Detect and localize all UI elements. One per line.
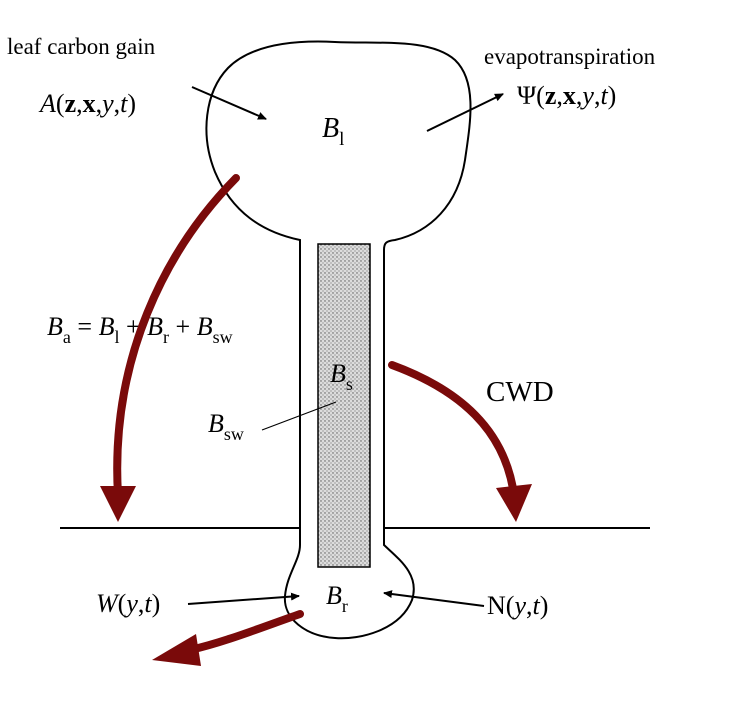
litterfall-arrow bbox=[100, 174, 240, 522]
sapwood-leader bbox=[261, 401, 337, 431]
evapotranspiration-arrow bbox=[426, 93, 504, 132]
leaf-carbon-gain-label: leaf carbon gain bbox=[7, 34, 156, 59]
cwd-arrow bbox=[388, 361, 532, 522]
leaf-gain-arrow bbox=[191, 86, 267, 120]
root-turnover-arrow bbox=[152, 610, 304, 666]
B-stem-label: Bs bbox=[330, 359, 353, 394]
N-arrow bbox=[383, 590, 485, 607]
A-function-label: A(z,x,y,t) bbox=[38, 89, 136, 118]
psi-function-label: Ψ(z,x,y,t) bbox=[517, 81, 616, 110]
cwd-label: CWD bbox=[486, 376, 554, 408]
W-arrow bbox=[187, 592, 300, 605]
evapotranspiration-label: evapotranspiration bbox=[484, 44, 656, 69]
W-function-label: W(y,t) bbox=[96, 589, 160, 618]
B-leaf-label: Bl bbox=[322, 113, 344, 150]
B-sapwood-label: Bsw bbox=[208, 409, 244, 444]
B-root-label: Br bbox=[326, 581, 348, 616]
N-function-label: N(y,t) bbox=[487, 591, 548, 620]
